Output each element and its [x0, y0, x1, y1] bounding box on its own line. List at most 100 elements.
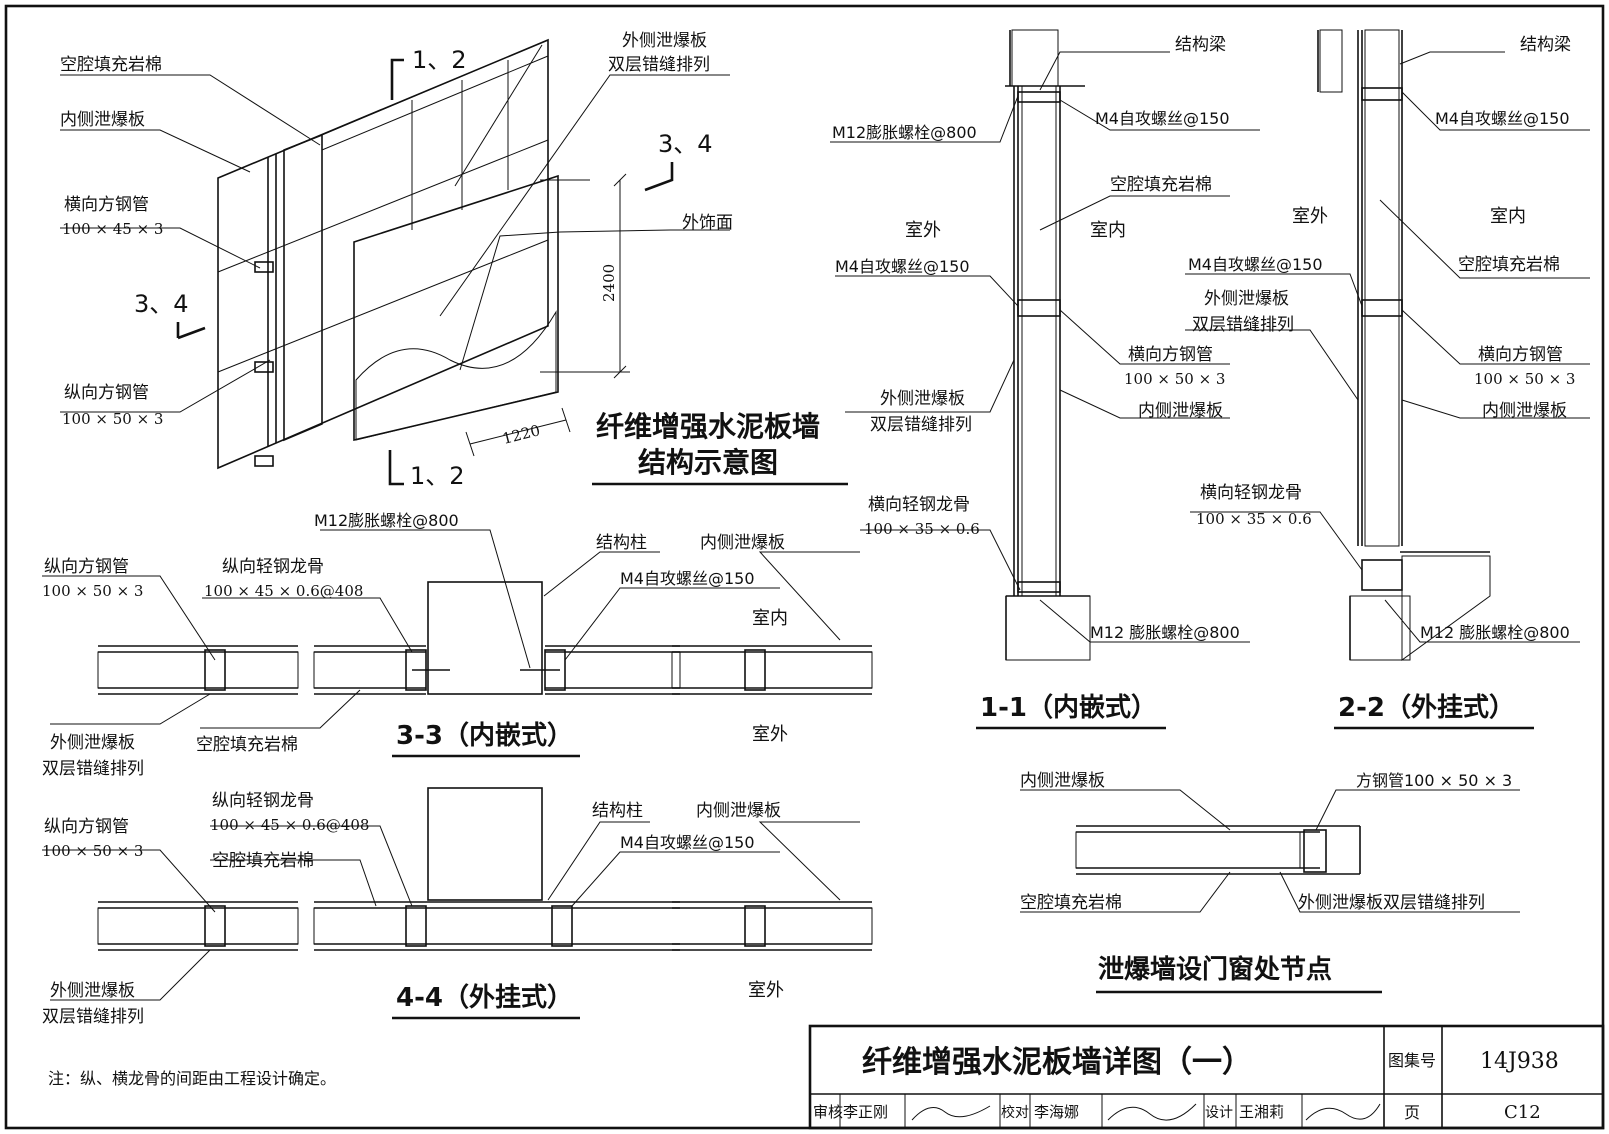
s33-outer-board: 外侧泄爆板	[50, 733, 135, 753]
s33-title: 3-3（内嵌式）	[396, 720, 573, 751]
door-inner-board: 内侧泄爆板	[1020, 771, 1105, 791]
title-block-checker: 李海娜	[1034, 1103, 1079, 1121]
s22-keel: 横向轻钢龙骨	[1200, 483, 1302, 503]
title-block-review-label: 审核	[813, 1103, 843, 1121]
section-3-3	[42, 529, 873, 729]
s11-h-tube-dim: 100 × 50 × 3	[1124, 370, 1225, 388]
s22-indoor: 室内	[1490, 206, 1526, 227]
s33-inner-board: 内侧泄爆板	[700, 533, 785, 553]
s11-bolt-bottom: M12 膨胀螺栓@800	[1090, 623, 1240, 642]
iso-title-line2: 结构示意图	[638, 446, 778, 479]
section-4-4	[42, 787, 873, 1001]
s33-outer-board-2: 双层错缝排列	[42, 759, 144, 779]
title-block-atlas-label: 图集号	[1388, 1051, 1436, 1070]
s33-screw: M4自攻螺丝@150	[620, 569, 755, 588]
s44-screw: M4自攻螺丝@150	[620, 833, 755, 852]
door-outer-board: 外侧泄爆板双层错缝排列	[1298, 893, 1485, 913]
s22-title: 2-2（外挂式）	[1338, 693, 1515, 723]
s11-screw-top: M4自攻螺丝@150	[1095, 109, 1230, 128]
iso-label-inner-board: 内侧泄爆板	[60, 110, 145, 130]
s33-cavity: 空腔填充岩棉	[196, 735, 298, 755]
title-block-check-label: 校对	[1001, 1104, 1029, 1121]
s44-v-keel: 纵向轻钢龙骨	[212, 791, 314, 811]
s44-outdoor: 室外	[748, 980, 784, 1001]
section-1-1	[830, 29, 1260, 661]
s11-h-tube: 横向方钢管	[1128, 345, 1213, 365]
title-block-designer: 王湘莉	[1239, 1103, 1284, 1121]
s33-bolt: M12膨胀螺栓@800	[314, 511, 459, 530]
door-window-node	[1020, 789, 1520, 913]
s44-v-keel-dim: 100 × 45 × 0.6@408	[210, 816, 369, 834]
title-block-page-no: C12	[1504, 1102, 1541, 1123]
s11-screw-mid: M4自攻螺丝@150	[835, 257, 970, 276]
door-title: 泄爆墙设门窗处节点	[1098, 954, 1332, 985]
iso-label-cavity: 空腔填充岩棉	[60, 55, 162, 75]
iso-label-outer-board: 外侧泄爆板	[622, 31, 707, 51]
s11-cavity: 空腔填充岩棉	[1110, 175, 1212, 195]
iso-section-12-bottom: 1、2	[410, 462, 465, 490]
s22-bolt-bottom: M12 膨胀螺栓@800	[1420, 623, 1570, 642]
title-block-reviewer: 李正刚	[843, 1103, 888, 1121]
iso-section-34-right: 3、4	[658, 130, 713, 158]
s33-v-keel-dim: 100 × 45 × 0.6@408	[204, 582, 363, 600]
s33-indoor: 室内	[752, 608, 788, 629]
iso-label-outer-board-2: 双层错缝排列	[608, 55, 710, 75]
s11-outer-board: 外侧泄爆板	[880, 389, 965, 409]
s33-v-tube: 纵向方钢管	[44, 557, 129, 577]
title-block	[808, 1024, 1605, 1130]
note-text: 注：纵、横龙骨的间距由工程设计确定。	[48, 1069, 336, 1088]
s44-v-tube: 纵向方钢管	[44, 817, 129, 837]
s44-v-tube-dim: 100 × 50 × 3	[42, 842, 143, 860]
iso-label-h-tube-dim: 100 × 45 × 3	[62, 220, 163, 238]
s22-outer-board: 外侧泄爆板	[1204, 289, 1289, 309]
s11-outdoor: 室外	[905, 220, 941, 241]
s44-inner-board: 内侧泄爆板	[696, 801, 781, 821]
s22-h-tube-dim: 100 × 50 × 3	[1474, 370, 1575, 388]
s22-cavity: 空腔填充岩棉	[1458, 255, 1560, 275]
s33-v-tube-dim: 100 × 50 × 3	[42, 582, 143, 600]
s11-outer-board-2: 双层错缝排列	[870, 415, 972, 435]
s22-screw-top: M4自攻螺丝@150	[1435, 109, 1570, 128]
s22-inner-board: 内侧泄爆板	[1482, 401, 1567, 421]
title-block-design-label: 设计	[1205, 1105, 1233, 1121]
s22-beam: 结构梁	[1520, 35, 1571, 55]
iso-dim-width: 1220	[501, 421, 542, 448]
s33-outdoor: 室外	[752, 724, 788, 745]
iso-title-line1: 纤维增强水泥板墙	[596, 410, 820, 443]
iso-section-34-left: 3、4	[134, 290, 189, 318]
title-block-atlas-no: 14J938	[1480, 1049, 1559, 1074]
s22-keel-dim: 100 × 35 × 0.6	[1196, 510, 1312, 528]
s22-h-tube: 横向方钢管	[1478, 345, 1563, 365]
s11-beam: 结构梁	[1175, 35, 1226, 55]
iso-dim-height: 2400	[600, 264, 618, 302]
s11-bolt-top: M12膨胀螺栓@800	[832, 123, 977, 142]
s22-outdoor: 室外	[1292, 206, 1328, 227]
title-block-page-label: 页	[1404, 1103, 1420, 1122]
s22-screw-mid: M4自攻螺丝@150	[1188, 255, 1323, 274]
iso-label-h-tube: 横向方钢管	[64, 195, 149, 215]
door-tube: 方钢管100 × 50 × 3	[1356, 771, 1512, 790]
iso-diagram	[60, 38, 730, 486]
s11-indoor: 室内	[1090, 220, 1126, 241]
s44-outer-board-2: 双层错缝排列	[42, 1007, 144, 1027]
door-cavity: 空腔填充岩棉	[1020, 893, 1122, 913]
section-2-2	[1185, 29, 1590, 661]
s44-outer-board: 外侧泄爆板	[50, 981, 135, 1001]
s11-keel-dim: 100 × 35 × 0.6	[864, 520, 980, 538]
s33-v-keel: 纵向轻钢龙骨	[222, 557, 324, 577]
s44-cavity: 空腔填充岩棉	[212, 851, 314, 871]
title-block-title: 纤维增强水泥板墙详图（一）	[862, 1045, 1252, 1080]
s44-column: 结构柱	[592, 801, 643, 821]
s11-keel: 横向轻钢龙骨	[868, 495, 970, 515]
iso-label-v-tube-dim: 100 × 50 × 3	[62, 410, 163, 428]
s22-outer-board-2: 双层错缝排列	[1192, 315, 1294, 335]
s33-column: 结构柱	[596, 533, 647, 553]
iso-section-12-top: 1、2	[412, 46, 467, 74]
iso-label-v-tube: 纵向方钢管	[64, 383, 149, 403]
s44-title: 4-4（外挂式）	[396, 983, 573, 1013]
s11-title: 1-1（内嵌式）	[980, 692, 1157, 723]
iso-label-finish: 外饰面	[682, 213, 733, 233]
s11-inner-board: 内侧泄爆板	[1138, 401, 1223, 421]
sheet-border	[4, 4, 1605, 1130]
